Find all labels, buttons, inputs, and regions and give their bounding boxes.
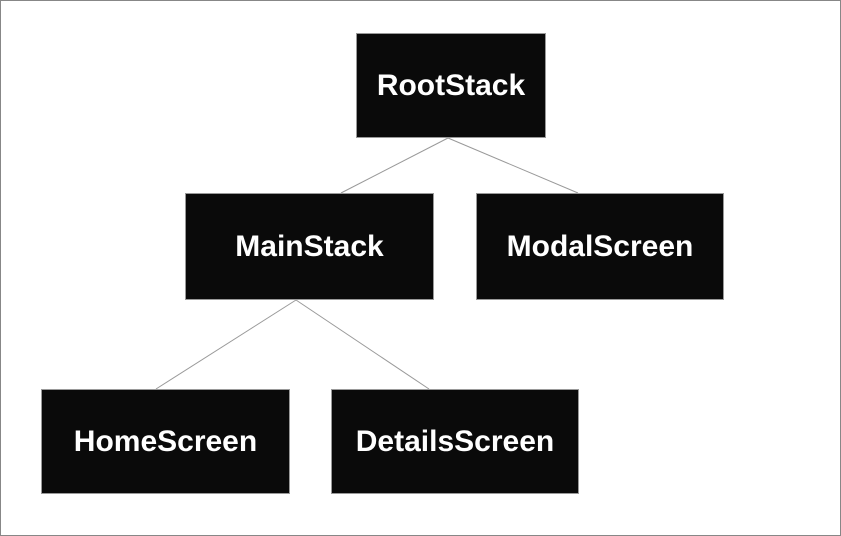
node-rootstack: RootStack (356, 33, 546, 138)
node-homescreen-label: HomeScreen (73, 424, 258, 458)
node-modalscreen-label: ModalScreen (506, 229, 694, 263)
node-detailsscreen: DetailsScreen (331, 389, 579, 494)
node-rootstack-label: RootStack (376, 68, 526, 102)
node-modalscreen: ModalScreen (476, 193, 724, 300)
edge-rootstack-mainstack (340, 137, 449, 194)
edge-mainstack-homescreen (155, 299, 297, 390)
edge-rootstack-modalscreen (447, 137, 579, 194)
node-mainstack-label: MainStack (235, 229, 384, 263)
node-homescreen: HomeScreen (41, 389, 290, 494)
node-detailsscreen-label: DetailsScreen (355, 424, 555, 458)
node-mainstack: MainStack (185, 193, 434, 300)
edge-mainstack-detailsscreen (295, 299, 430, 390)
